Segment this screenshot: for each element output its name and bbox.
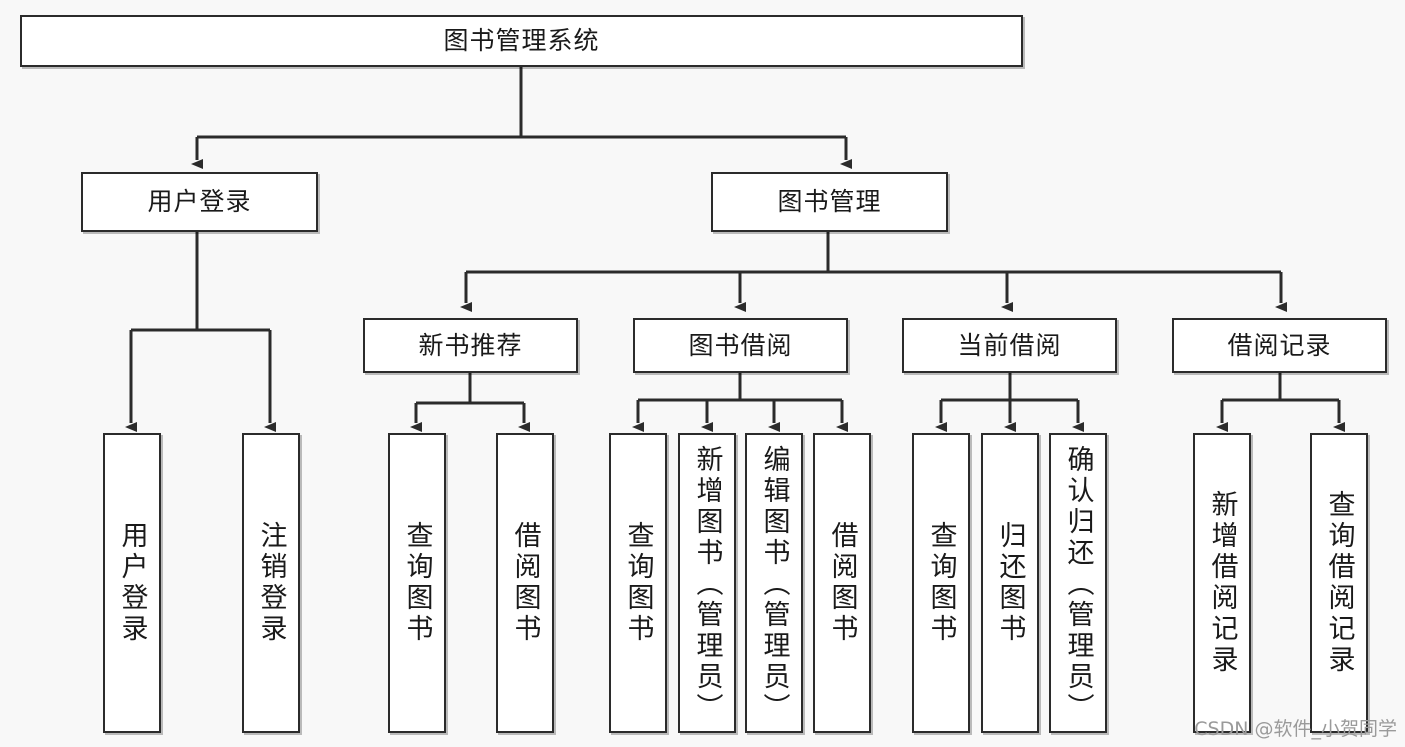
node-label: 归还图书 <box>994 521 1026 645</box>
node-label: 图书管理系统 <box>443 26 600 55</box>
node-label: 当前借阅 <box>957 330 1062 360</box>
node-label: 注销登录 <box>255 521 287 645</box>
node-label: 新书推荐 <box>418 330 523 360</box>
node-label: 借阅图书 <box>826 521 858 645</box>
leaf-book-borrow-add-book-admin[interactable]: 新增图书（管理员） <box>678 433 736 733</box>
node-label: 用户登录 <box>147 187 252 216</box>
leaf-book-borrow-edit-book-admin[interactable]: 编辑图书（管理员） <box>745 433 803 733</box>
node-label: 查询图书 <box>401 521 433 645</box>
leaf-current-borrow-confirm-return-admin[interactable]: 确认归还（管理员） <box>1049 433 1107 733</box>
leaf-user-login-login[interactable]: 用户登录 <box>103 433 161 733</box>
leaf-current-borrow-return-book[interactable]: 归还图书 <box>981 433 1039 733</box>
leaf-book-borrow-query-book[interactable]: 查询图书 <box>609 433 667 733</box>
node-label: 查询图书 <box>622 521 654 645</box>
leaf-new-book-query-book[interactable]: 查询图书 <box>388 433 446 733</box>
node-label: 借阅记录 <box>1227 330 1332 360</box>
node-label: 查询借阅记录 <box>1323 490 1355 676</box>
node-root-book-management-system[interactable]: 图书管理系统 <box>20 15 1023 67</box>
node-book-borrow[interactable]: 图书借阅 <box>633 318 848 373</box>
node-borrow-record[interactable]: 借阅记录 <box>1172 318 1387 373</box>
watermark: CSDN @软件_小贺同学 <box>1194 718 1397 740</box>
leaf-borrow-record-query-record[interactable]: 查询借阅记录 <box>1310 433 1368 733</box>
node-label: 新增图书（管理员） <box>691 445 723 724</box>
leaf-book-borrow-borrow-book[interactable]: 借阅图书 <box>813 433 871 733</box>
leaf-borrow-record-add-record[interactable]: 新增借阅记录 <box>1193 433 1251 733</box>
node-new-book-recommend[interactable]: 新书推荐 <box>363 318 578 373</box>
leaf-current-borrow-query-book[interactable]: 查询图书 <box>912 433 970 733</box>
node-label: 借阅图书 <box>509 521 541 645</box>
node-current-borrow[interactable]: 当前借阅 <box>902 318 1117 373</box>
node-label: 编辑图书（管理员） <box>758 445 790 724</box>
leaf-user-login-logout[interactable]: 注销登录 <box>242 433 300 733</box>
node-book-management[interactable]: 图书管理 <box>711 172 948 232</box>
leaf-new-book-borrow-book[interactable]: 借阅图书 <box>496 433 554 733</box>
node-label: 图书管理 <box>777 187 882 216</box>
node-label: 新增借阅记录 <box>1206 490 1238 676</box>
node-label: 图书借阅 <box>688 330 793 360</box>
node-label: 查询图书 <box>925 521 957 645</box>
node-label: 确认归还（管理员） <box>1062 445 1094 724</box>
node-user-login[interactable]: 用户登录 <box>81 172 318 232</box>
node-label: 用户登录 <box>116 521 148 645</box>
